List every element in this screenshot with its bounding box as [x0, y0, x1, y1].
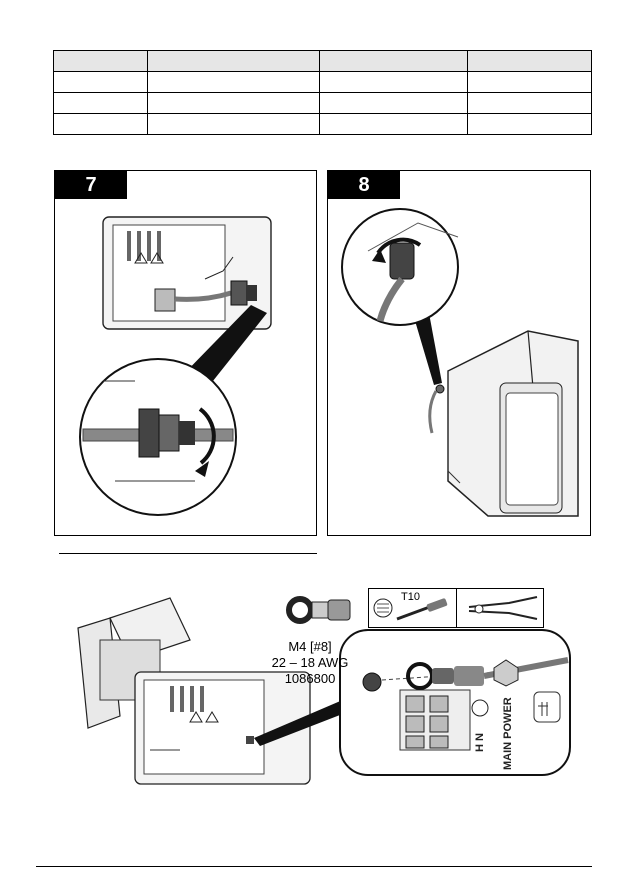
- table-header-row: [53, 50, 592, 72]
- table-cell: [147, 50, 320, 72]
- table-cell: [319, 92, 468, 114]
- table-cell: [319, 113, 468, 135]
- tools-illustration: [373, 596, 538, 621]
- table-cell: [319, 71, 468, 93]
- footer-rule: [36, 866, 592, 867]
- table-cell: [467, 92, 592, 114]
- table-cell: [53, 113, 148, 135]
- ring-terminal-size: M4 [#8]: [288, 639, 332, 654]
- step-7-panel: 7: [54, 170, 317, 536]
- table-cell: [319, 50, 468, 72]
- step-8-panel: 8: [327, 170, 591, 536]
- step-number-badge: 8: [328, 171, 400, 199]
- section-divider: [59, 553, 317, 554]
- table-cell: [147, 92, 320, 114]
- tools-divider: [456, 589, 457, 627]
- table-cell: [467, 71, 592, 93]
- tools-box: T10: [368, 588, 544, 628]
- ring-terminal-wire-gauge: 22 – 18 AWG: [271, 655, 349, 670]
- grounding-illustration: [77, 596, 571, 785]
- table-row: [53, 113, 592, 135]
- table-cell: [467, 50, 592, 72]
- specification-table: [53, 50, 592, 135]
- table-row: [53, 71, 592, 93]
- table-cell: [53, 71, 148, 93]
- table-cell: [53, 50, 148, 72]
- step-7-illustration: [79, 216, 272, 516]
- screwdriver-size-label: T10: [401, 591, 420, 603]
- table-cell: [467, 113, 592, 135]
- table-cell: [53, 92, 148, 114]
- ring-terminal-part-number: 1086800: [284, 671, 336, 686]
- step-number-badge: 7: [55, 171, 127, 199]
- main-power-label: MAIN POWER: [502, 697, 514, 770]
- terminal-hn-label: H N: [474, 733, 486, 752]
- table-row: [53, 92, 592, 114]
- table-cell: [147, 71, 320, 93]
- table-cell: [147, 113, 320, 135]
- step-8-illustration: [341, 208, 579, 517]
